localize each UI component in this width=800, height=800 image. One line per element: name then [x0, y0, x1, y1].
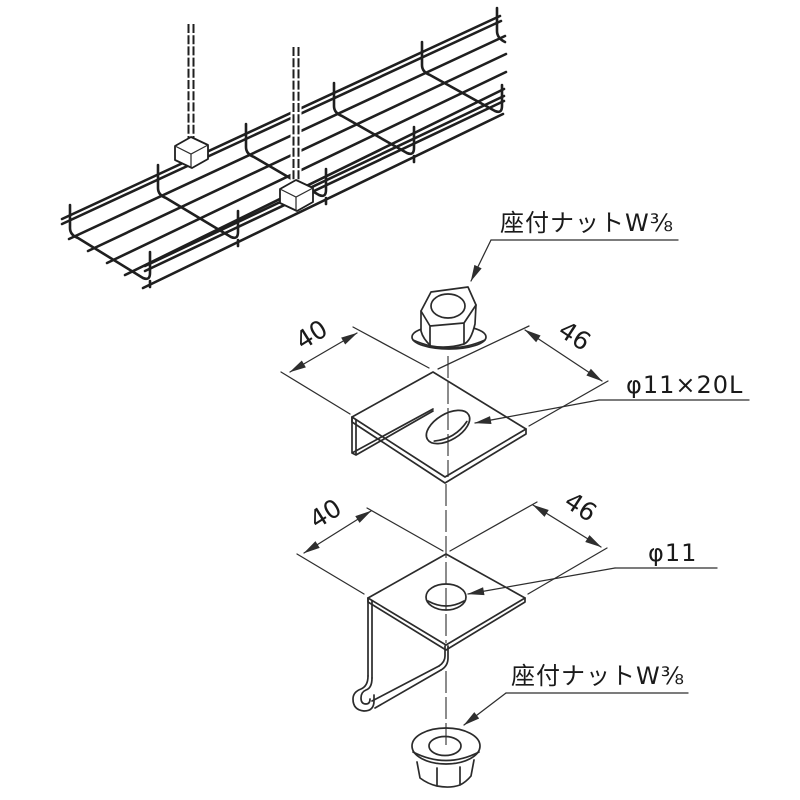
- tray-longitudinal-wires: [60, 14, 508, 290]
- rod-clamp-2: [279, 179, 314, 212]
- nut-bottom-hole: [428, 735, 462, 757]
- lower-bracket: [352, 484, 526, 712]
- dim-upper-width-value: 40: [290, 314, 332, 355]
- callouts: 座付ナットW⅜ φ11×20L φ11 座付ナットW⅜: [463, 209, 750, 726]
- tray-cross-wires: [68, 6, 507, 289]
- slot-label: φ11×20L: [626, 371, 743, 399]
- dim-lower-width-value: 40: [304, 493, 346, 534]
- flange-nut-top: [411, 286, 487, 350]
- dim-lower-depth-value: 46: [559, 486, 601, 528]
- cable-tray-illustration: [60, 6, 508, 290]
- dim-upper-depth-value: 46: [553, 315, 595, 357]
- callout-lower-nut: 座付ナットW⅜: [463, 662, 689, 726]
- lower-nut-label: 座付ナットW⅜: [511, 662, 685, 690]
- rod-clamp-1: [174, 136, 209, 169]
- hanger-rod-1: [174, 24, 209, 169]
- upper-bracket: [351, 356, 527, 484]
- callout-hole: φ11: [467, 539, 718, 596]
- callout-upper-nut: 座付ナットW⅜: [470, 209, 679, 282]
- upper-nut-label: 座付ナットW⅜: [500, 209, 674, 237]
- hole-label: φ11: [648, 539, 697, 567]
- flange-nut-bottom: [411, 671, 481, 788]
- callout-slot: φ11×20L: [474, 371, 750, 425]
- nut-top-hole: [430, 293, 466, 319]
- hanger-rod-2: [279, 47, 314, 212]
- lower-bracket-hook: [352, 675, 375, 712]
